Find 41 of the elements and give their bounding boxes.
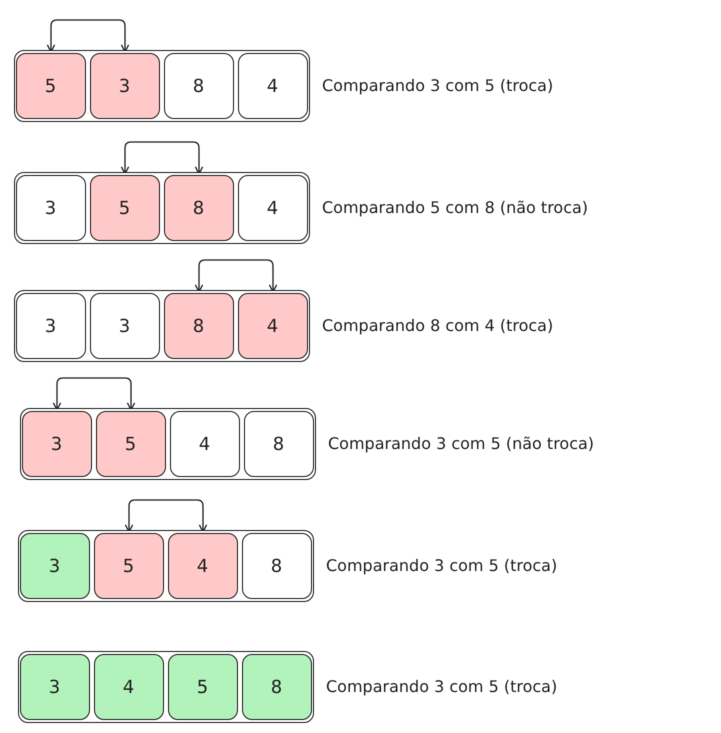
array-cell: 3 bbox=[90, 53, 160, 119]
swap-arrow bbox=[194, 259, 278, 293]
array-cell: 4 bbox=[238, 293, 308, 359]
array-row bbox=[14, 50, 310, 122]
array-cell: 4 bbox=[238, 175, 308, 241]
step-caption: Comparando 3 com 5 (troca) bbox=[326, 556, 558, 576]
array-cell: 8 bbox=[244, 411, 314, 477]
array-row bbox=[18, 651, 314, 723]
array-cell: 5 bbox=[168, 654, 238, 720]
array-cell: 3 bbox=[22, 411, 92, 477]
array-cell: 3 bbox=[16, 175, 86, 241]
array-cell: 5 bbox=[94, 533, 164, 599]
array-cell: 5 bbox=[16, 53, 86, 119]
array-cell: 8 bbox=[164, 175, 234, 241]
swap-arrow bbox=[52, 377, 136, 411]
array-cell: 8 bbox=[164, 53, 234, 119]
array-cell: 3 bbox=[20, 533, 90, 599]
array-cell: 8 bbox=[242, 533, 312, 599]
array-row bbox=[20, 408, 316, 480]
array-cell: 5 bbox=[90, 175, 160, 241]
array-cell: 4 bbox=[168, 533, 238, 599]
step-caption: Comparando 5 com 8 (não troca) bbox=[322, 198, 588, 218]
array-cell: 4 bbox=[94, 654, 164, 720]
step-caption: Comparando 3 com 5 (troca) bbox=[326, 677, 558, 697]
array-cell: 3 bbox=[20, 654, 90, 720]
swap-arrow bbox=[46, 19, 130, 53]
array-cell: 4 bbox=[238, 53, 308, 119]
array-row bbox=[14, 290, 310, 362]
step-caption: Comparando 3 com 5 (troca) bbox=[322, 76, 554, 96]
step-caption: Comparando 3 com 5 (não troca) bbox=[328, 434, 594, 454]
array-cell: 3 bbox=[16, 293, 86, 359]
swap-arrow bbox=[120, 141, 204, 175]
array-cell: 8 bbox=[242, 654, 312, 720]
array-cell: 5 bbox=[96, 411, 166, 477]
swap-arrow bbox=[124, 499, 208, 533]
array-cell: 4 bbox=[170, 411, 240, 477]
array-row bbox=[18, 530, 314, 602]
array-row bbox=[14, 172, 310, 244]
array-cell: 3 bbox=[90, 293, 160, 359]
array-cell: 8 bbox=[164, 293, 234, 359]
step-caption: Comparando 8 com 4 (troca) bbox=[322, 316, 554, 336]
